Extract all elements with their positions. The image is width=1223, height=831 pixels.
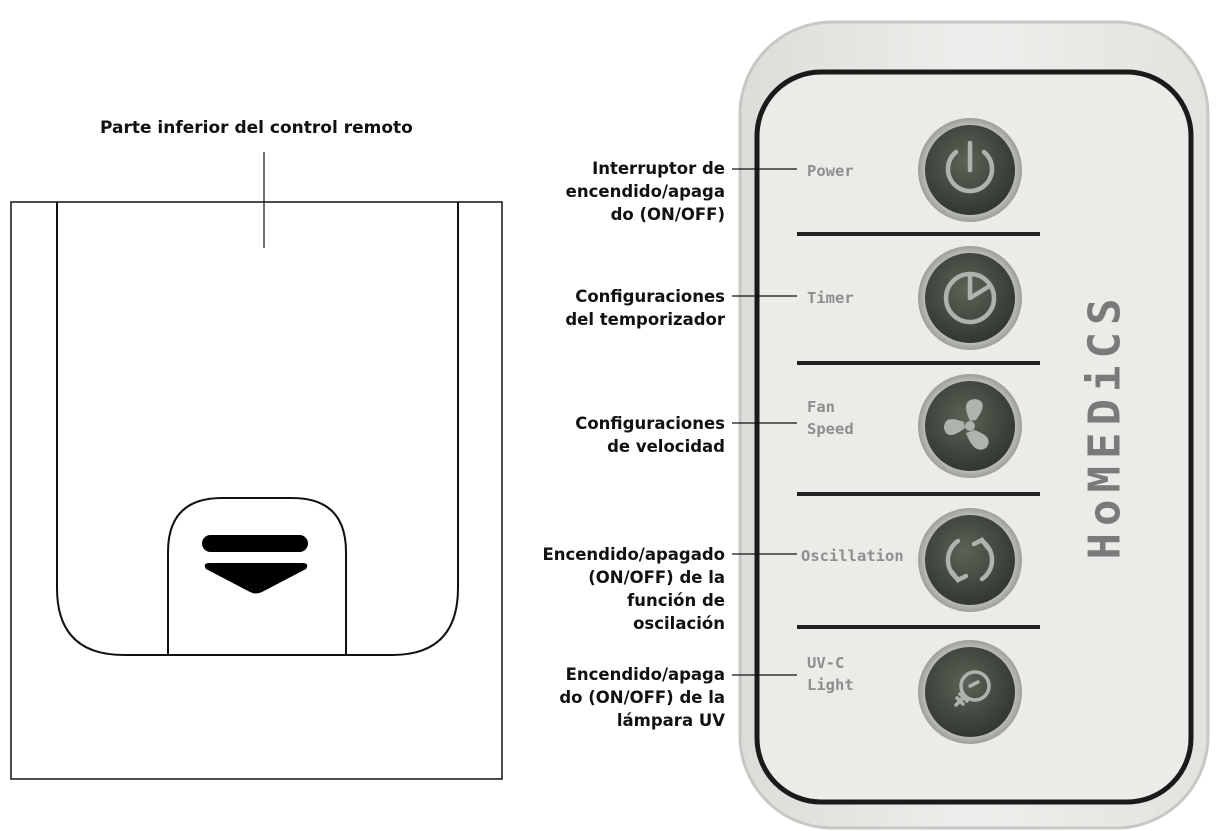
- bulb-icon: [954, 670, 991, 707]
- brand-logo: HoMEDiCS: [1079, 291, 1131, 559]
- oscillation-callout: Encendido/apagado (ON/OFF) de la función…: [542, 545, 725, 633]
- remote-body-outline: [56, 202, 459, 656]
- timer-label: Timer: [807, 289, 854, 307]
- uv-light-button[interactable]: [918, 640, 1022, 744]
- oscillation-button[interactable]: [918, 508, 1022, 612]
- oscillation-label: Oscillation: [801, 547, 904, 565]
- power-callout: Interruptor de encendido/apaga do (ON/OF…: [565, 159, 725, 224]
- power-button[interactable]: [918, 118, 1022, 222]
- fan-speed-callout: Configuraciones de velocidad: [575, 414, 725, 456]
- fan-speed-label: Fan Speed: [807, 398, 854, 438]
- remote-bottom-caption: Parte inferior del control remoto: [100, 118, 413, 138]
- battery-cover: [167, 497, 347, 655]
- timer-callout: Configuraciones del temporizador: [565, 287, 725, 329]
- button-separators: [797, 232, 1040, 629]
- outer-frame: [10, 201, 503, 780]
- latch-arrow-icon: [202, 535, 308, 594]
- timer-icon: [943, 271, 997, 325]
- fan-speed-button[interactable]: [918, 374, 1022, 478]
- power-icon: [945, 140, 995, 194]
- timer-button[interactable]: [918, 246, 1022, 350]
- callout-leaders: [732, 168, 797, 676]
- fan-icon: [944, 399, 989, 450]
- uv-light-callout: Encendido/apaga do (ON/OFF) de la lámpar…: [559, 665, 725, 730]
- remote-bottom-diagram: [10, 152, 503, 780]
- oscillation-icon: [945, 537, 995, 583]
- uv-light-label: UV-C Light: [807, 654, 854, 694]
- power-label: Power: [807, 162, 854, 180]
